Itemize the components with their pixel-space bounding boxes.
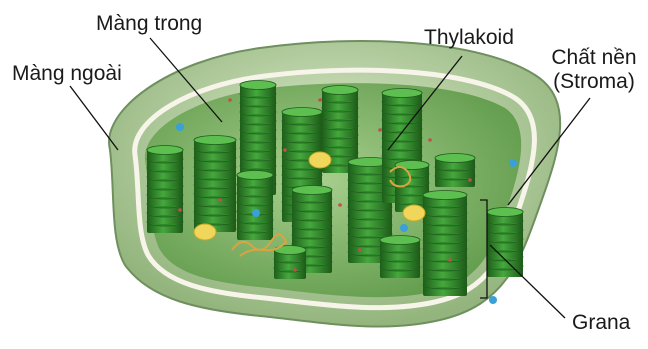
starch-granule: [309, 152, 331, 168]
ribosome-dot: [338, 203, 342, 207]
label-grana: Grana: [572, 311, 630, 335]
granum-stack: [194, 136, 236, 233]
granum-stack: [435, 154, 475, 188]
ribosome-dot: [283, 148, 287, 152]
plastoglobule-dot: [509, 159, 517, 167]
granum-stack: [237, 171, 273, 241]
starch-granule: [403, 205, 425, 221]
plastoglobule-dot: [176, 123, 184, 131]
label-inner-membrane: Màng trong: [96, 12, 202, 36]
ribosome-dot: [318, 98, 322, 102]
starch-granule: [194, 224, 216, 240]
ribosome-dot: [178, 208, 182, 212]
ribosome-dot: [228, 98, 232, 102]
label-thylakoid: Thylakoid: [424, 26, 514, 50]
granum-stack: [423, 191, 467, 297]
label-stroma-line1: Chất nền: [545, 46, 643, 70]
plastoglobule-dot: [252, 209, 260, 217]
ribosome-dot: [293, 268, 297, 272]
granum-stack: [487, 208, 523, 278]
label-stroma: Chất nền (Stroma): [545, 46, 643, 94]
granum-stack: [380, 236, 420, 279]
label-stroma-line2: (Stroma): [545, 70, 643, 94]
granum-stack: [274, 246, 306, 280]
ribosome-dot: [358, 248, 362, 252]
ribosome-dot: [378, 128, 382, 132]
ribosome-dot: [468, 178, 472, 182]
plastoglobule-dot: [489, 296, 497, 304]
outer-membrane-leader: [70, 86, 118, 150]
ribosome-dot: [218, 198, 222, 202]
ribosome-dot: [448, 258, 452, 262]
ribosome-dot: [428, 138, 432, 142]
plastoglobule-dot: [400, 224, 408, 232]
label-outer-membrane: Màng ngoài: [12, 62, 122, 86]
granum-stack: [147, 146, 183, 234]
